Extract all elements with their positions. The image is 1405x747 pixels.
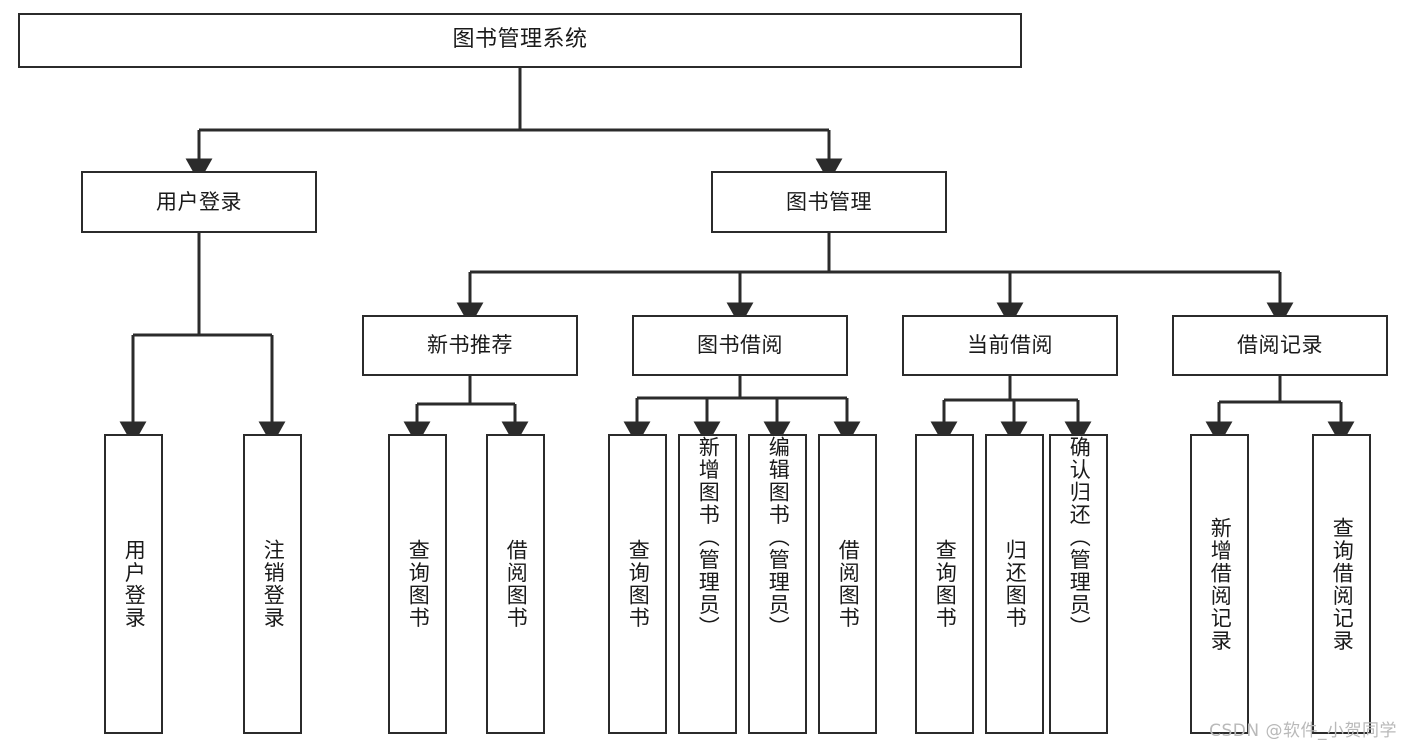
node-new-book-recommend-label: 新书推荐: [427, 333, 513, 358]
leaf-new-book-query-label: 查询图书: [406, 539, 431, 629]
node-current-borrow-label: 当前借阅: [967, 333, 1053, 358]
leaf-new-book-query[interactable]: 查询图书: [388, 434, 447, 734]
leaf-book-borrow-edit[interactable]: 编辑图书（管理员）: [748, 434, 807, 734]
leaf-user-login-signout-label: 注销登录: [261, 539, 286, 629]
leaf-current-borrow-query-label: 查询图书: [933, 539, 958, 629]
leaf-book-borrow-edit-label: 编辑图书（管理员）: [766, 436, 791, 639]
node-root-system-label: 图书管理系统: [452, 27, 588, 53]
leaf-new-book-borrow[interactable]: 借阅图书: [486, 434, 545, 734]
leaf-user-login-signin-label: 用户登录: [122, 539, 147, 629]
node-book-manage-label: 图书管理: [786, 189, 872, 214]
leaf-current-borrow-confirm-label: 确认归还（管理员）: [1067, 436, 1092, 639]
leaf-current-borrow-confirm[interactable]: 确认归还（管理员）: [1049, 434, 1108, 734]
node-borrow-record-label: 借阅记录: [1237, 333, 1323, 358]
leaf-new-book-borrow-label: 借阅图书: [504, 539, 529, 629]
csdn-watermark: CSDN @软件_小贺同学: [1209, 721, 1397, 741]
leaf-book-borrow-lend-label: 借阅图书: [836, 539, 861, 629]
node-current-borrow[interactable]: 当前借阅: [902, 315, 1118, 376]
node-book-borrow[interactable]: 图书借阅: [632, 315, 848, 376]
leaf-book-borrow-lend[interactable]: 借阅图书: [818, 434, 877, 734]
leaf-book-borrow-add[interactable]: 新增图书（管理员）: [678, 434, 737, 734]
node-book-borrow-label: 图书借阅: [697, 333, 783, 358]
leaf-borrow-record-add-label: 新增借阅记录: [1208, 516, 1233, 652]
node-root-system[interactable]: 图书管理系统: [18, 13, 1022, 68]
node-user-login[interactable]: 用户登录: [81, 171, 317, 233]
node-new-book-recommend[interactable]: 新书推荐: [362, 315, 578, 376]
node-borrow-record[interactable]: 借阅记录: [1172, 315, 1388, 376]
leaf-borrow-record-query[interactable]: 查询借阅记录: [1312, 434, 1371, 734]
node-book-manage[interactable]: 图书管理: [711, 171, 947, 233]
leaf-borrow-record-query-label: 查询借阅记录: [1330, 516, 1355, 652]
leaf-user-login-signin[interactable]: 用户登录: [104, 434, 163, 734]
leaf-borrow-record-add[interactable]: 新增借阅记录: [1190, 434, 1249, 734]
node-user-login-label: 用户登录: [156, 189, 242, 214]
leaf-book-borrow-query[interactable]: 查询图书: [608, 434, 667, 734]
leaf-current-borrow-return-label: 归还图书: [1003, 539, 1028, 629]
leaf-current-borrow-query[interactable]: 查询图书: [915, 434, 974, 734]
leaf-current-borrow-return[interactable]: 归还图书: [985, 434, 1044, 734]
leaf-book-borrow-query-label: 查询图书: [626, 539, 651, 629]
leaf-book-borrow-add-label: 新增图书（管理员）: [696, 436, 721, 639]
leaf-user-login-signout[interactable]: 注销登录: [243, 434, 302, 734]
